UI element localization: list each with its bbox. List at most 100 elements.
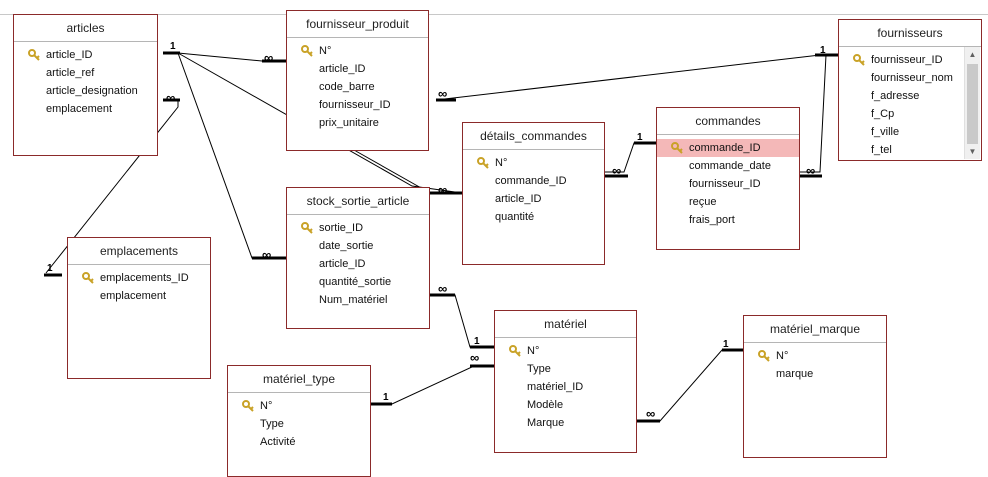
field-name: f_ville — [871, 126, 900, 138]
field-name: Type — [260, 418, 284, 430]
field-row[interactable]: code_barre — [287, 78, 428, 96]
card-many: ∞ — [438, 182, 448, 197]
key-icon — [82, 272, 94, 284]
key-icon — [301, 45, 313, 57]
field-row[interactable]: f_tel — [839, 141, 981, 159]
field-row[interactable]: commande_date — [657, 157, 799, 175]
field-row-selected[interactable]: commande_ID — [657, 139, 799, 157]
scroll-down-icon[interactable]: ▼ — [965, 144, 980, 159]
table-title[interactable]: commandes — [657, 108, 799, 135]
field-row[interactable]: N° — [744, 347, 886, 365]
field-row[interactable]: Num_matériel — [287, 291, 429, 309]
field-row[interactable]: fournisseur_ID — [287, 96, 428, 114]
field-row[interactable]: quantité_sortie — [287, 273, 429, 291]
field-row[interactable]: N° — [228, 397, 370, 415]
field-row[interactable]: commande_ID — [463, 172, 604, 190]
field-row[interactable]: N° — [495, 342, 636, 360]
field-row[interactable]: N° — [287, 42, 428, 60]
table-stock-sortie-article[interactable]: stock_sortie_article sortie_ID date_sort… — [286, 187, 430, 329]
table-commandes[interactable]: commandes commande_ID commande_date four… — [656, 107, 800, 250]
table-emplacements[interactable]: emplacements emplacements_ID emplacement — [67, 237, 211, 379]
rel-fournisseurs-commandes — [800, 54, 838, 173]
rel-stock-materiel — [430, 294, 494, 348]
scroll-thumb[interactable] — [967, 64, 978, 154]
field-name: f_tel — [871, 144, 892, 156]
field-name: marque — [776, 368, 814, 380]
field-row[interactable]: sortie_ID — [287, 219, 429, 237]
field-name: N° — [260, 400, 273, 412]
field-row[interactable]: emplacement — [68, 287, 210, 305]
field-row[interactable]: date_sortie — [287, 237, 429, 255]
field-row[interactable]: article_ID — [14, 46, 157, 64]
field-row[interactable]: quantité — [463, 208, 604, 226]
field-row[interactable]: article_ID — [463, 190, 604, 208]
field-name: N° — [319, 45, 332, 57]
field-row[interactable]: Marque — [495, 414, 636, 432]
field-row[interactable]: emplacement — [14, 100, 157, 118]
key-icon — [758, 350, 770, 362]
field-row[interactable]: Activité — [228, 433, 370, 451]
field-row[interactable]: article_ref — [14, 64, 157, 82]
field-row[interactable]: f_ville — [839, 123, 981, 141]
table-articles[interactable]: articles article_ID article_ref article_… — [13, 14, 158, 156]
table-materiel-type[interactable]: matériel_type N° Type Activité — [227, 365, 371, 477]
field-name: emplacement — [100, 290, 167, 302]
field-name: prix_unitaire — [319, 117, 379, 129]
field-row[interactable]: article_designation — [14, 82, 157, 100]
vertical-scrollbar[interactable]: ▲ ▼ — [964, 47, 980, 159]
table-details-commandes[interactable]: détails_commandes N° commande_ID article… — [462, 122, 605, 265]
scroll-up-icon[interactable]: ▲ — [965, 47, 980, 62]
field-name: N° — [495, 157, 508, 169]
table-materiel[interactable]: matériel N° Type matériel_ID Modèle Marq… — [494, 310, 637, 453]
field-row[interactable]: Type — [228, 415, 370, 433]
field-row[interactable]: reçue — [657, 193, 799, 211]
field-name: article_ID — [319, 63, 366, 75]
table-title[interactable]: matériel_type — [228, 366, 370, 393]
field-row[interactable]: Modèle — [495, 396, 636, 414]
table-materiel-marque[interactable]: matériel_marque N° marque — [743, 315, 887, 458]
field-name: article_ID — [46, 49, 93, 61]
table-fournisseurs[interactable]: fournisseurs fournisseur_ID fournisseur_… — [838, 19, 982, 161]
field-name: commande_ID — [495, 175, 567, 187]
field-row[interactable]: Type — [495, 360, 636, 378]
table-title[interactable]: détails_commandes — [463, 123, 604, 150]
table-title[interactable]: stock_sortie_article — [287, 188, 429, 215]
field-name: fournisseur_ID — [689, 178, 761, 190]
table-title[interactable]: fournisseur_produit — [287, 11, 428, 38]
card-many: ∞ — [470, 350, 480, 365]
table-title[interactable]: emplacements — [68, 238, 210, 265]
table-title[interactable]: matériel_marque — [744, 316, 886, 343]
field-name: article_ref — [46, 67, 95, 79]
field-row[interactable]: matériel_ID — [495, 378, 636, 396]
field-row[interactable]: fournisseur_ID — [839, 51, 981, 69]
key-icon — [477, 157, 489, 169]
field-row[interactable]: fournisseur_ID — [657, 175, 799, 193]
field-name: sortie_ID — [319, 222, 364, 234]
field-row[interactable]: f_Cp — [839, 105, 981, 123]
field-row[interactable]: f_adresse — [839, 87, 981, 105]
rel-articles-details-commandes — [177, 52, 463, 194]
key-icon — [853, 54, 865, 66]
field-row[interactable]: marque — [744, 365, 886, 383]
field-name: Activité — [260, 436, 296, 448]
field-name: emplacement — [46, 103, 113, 115]
field-row[interactable]: frais_port — [657, 211, 799, 229]
field-name: article_ID — [495, 193, 542, 205]
card-many: ∞ — [612, 163, 622, 178]
field-row[interactable]: emplacements_ID — [68, 269, 210, 287]
table-title[interactable]: fournisseurs — [839, 20, 981, 47]
table-fournisseur-produit[interactable]: fournisseur_produit N° article_ID code_b… — [286, 10, 429, 151]
table-title[interactable]: matériel — [495, 311, 636, 338]
field-row[interactable]: fournisseur_nom — [839, 69, 981, 87]
field-name: code_barre — [319, 81, 375, 93]
key-icon — [28, 49, 40, 61]
field-row[interactable]: article_ID — [287, 255, 429, 273]
field-row[interactable]: prix_unitaire — [287, 114, 428, 132]
card-many: ∞ — [166, 90, 176, 105]
field-name: quantité_sortie — [319, 276, 392, 288]
table-title[interactable]: articles — [14, 15, 157, 42]
field-row[interactable]: N° — [463, 154, 604, 172]
field-row[interactable]: article_ID — [287, 60, 428, 78]
field-name: commande_ID — [689, 142, 761, 154]
